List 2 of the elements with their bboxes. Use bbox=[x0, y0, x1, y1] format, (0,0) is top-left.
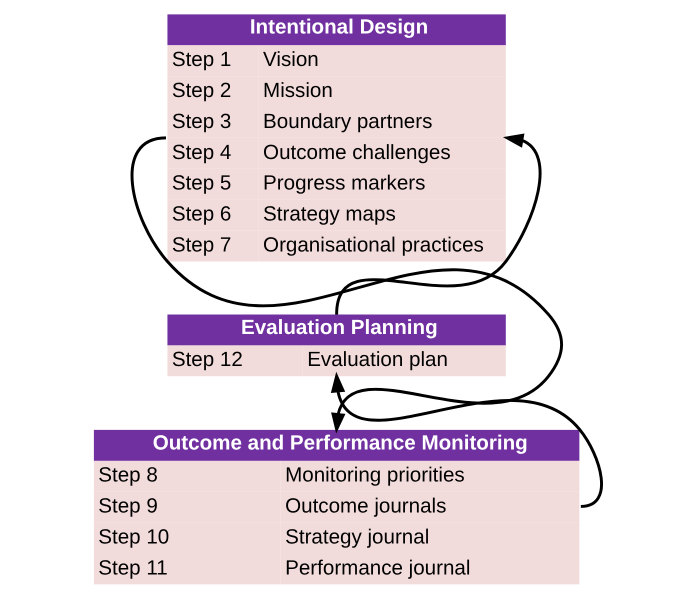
arrow bbox=[330, 372, 603, 508]
arrow bbox=[335, 134, 542, 315]
